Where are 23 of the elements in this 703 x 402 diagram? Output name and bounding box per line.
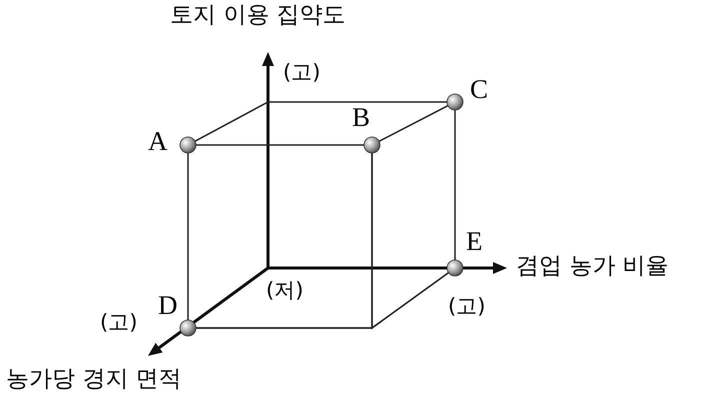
point-label: C bbox=[470, 76, 488, 103]
axis-label: (저) bbox=[266, 280, 304, 301]
point-label: D bbox=[158, 292, 178, 319]
point-label: E bbox=[466, 228, 482, 255]
cube-edge-line bbox=[196, 144, 364, 146]
axis-label: 토지 이용 집약도 bbox=[170, 4, 346, 27]
point-marker bbox=[180, 320, 196, 336]
cube-edge-line bbox=[371, 153, 449, 330]
cube-edge-line bbox=[194, 101, 447, 142]
point-marker bbox=[180, 136, 196, 154]
axis-label: (고) bbox=[283, 62, 320, 83]
axis-label: (고) bbox=[448, 296, 486, 317]
point-marker bbox=[446, 94, 464, 110]
point-marker bbox=[446, 260, 464, 276]
cube-edge-line bbox=[378, 105, 448, 142]
axis-label: (고) bbox=[100, 312, 138, 333]
cube-edge-line bbox=[187, 153, 189, 320]
point-label: B bbox=[352, 104, 370, 131]
cube-edge-line bbox=[454, 110, 456, 260]
point-marker bbox=[364, 136, 380, 154]
axis-label: 농가당 경지 면적 bbox=[6, 368, 182, 391]
point-label: A bbox=[148, 128, 168, 155]
axis-label: 겸업 농가 비율 bbox=[516, 255, 669, 278]
